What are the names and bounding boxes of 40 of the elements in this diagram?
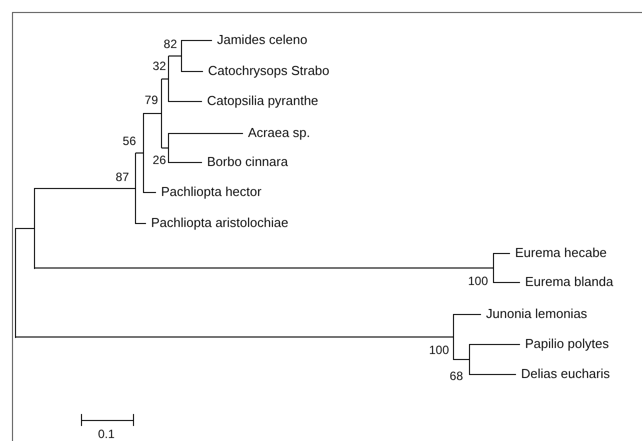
- tree-branch: [135, 152, 144, 154]
- bootstrap-value: 79: [144, 93, 158, 107]
- taxon-label: Eurema blanda: [520, 274, 614, 290]
- scale-label: 0.1: [98, 427, 115, 441]
- bootstrap-value: 26: [152, 153, 166, 167]
- taxon-label: Catopsilia pyranthe: [202, 93, 318, 109]
- taxon-label: Catochrysops Strabo: [203, 63, 330, 79]
- tree-branch: [453, 314, 482, 315]
- tree-branch: [168, 162, 202, 163]
- bootstrap-value: 56: [122, 134, 136, 148]
- bootstrap-value: 100: [468, 274, 488, 288]
- taxon-label: Pachliopta hector: [156, 184, 262, 200]
- bootstrap-value: 82: [164, 37, 177, 51]
- taxon-label: Delias eucharis: [516, 366, 610, 382]
- tree-branch: [469, 374, 516, 375]
- bootstrap-value: 87: [116, 170, 129, 184]
- taxon-label: Junonia lemonias: [481, 306, 588, 322]
- tree-branch: [143, 192, 156, 193]
- taxon-label: Papilio polytes: [520, 336, 609, 352]
- tree-branch: [453, 359, 470, 360]
- tree-branch: [493, 282, 520, 283]
- tree-branch: [493, 253, 510, 254]
- tree-branch: [143, 113, 162, 114]
- tree-branch: [181, 71, 204, 72]
- bootstrap-value: 32: [152, 59, 166, 73]
- tree-branch: [469, 344, 520, 345]
- taxon-label: Pachliopta aristolochiae: [146, 215, 288, 231]
- tree-branch: [181, 40, 212, 41]
- bootstrap-value: 100: [428, 343, 449, 357]
- tree-branch: [15, 228, 35, 229]
- tree-branch: [168, 133, 244, 134]
- tree-branch: [15, 336, 454, 338]
- tree-branch: [135, 223, 146, 224]
- taxon-label: Borbo cinnara: [202, 154, 288, 170]
- bootstrap-value: 68: [450, 369, 463, 383]
- taxon-label: Eurema hecabe: [510, 245, 607, 261]
- tree-branch: [34, 188, 136, 189]
- tree-branch: [168, 101, 202, 102]
- taxon-label: Acraea sp.: [243, 125, 310, 141]
- taxon-label: Jamides celeno: [212, 32, 308, 48]
